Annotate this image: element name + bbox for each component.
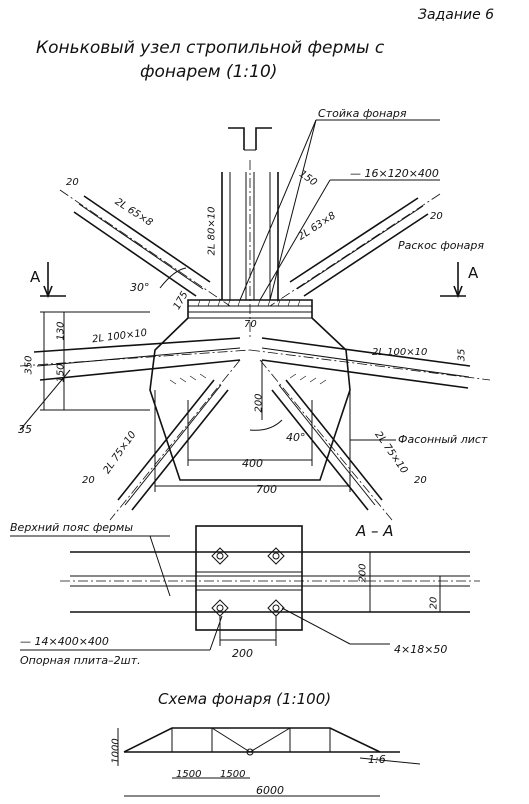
- dim-sc6000: 6000: [256, 784, 284, 797]
- dim-20-br: 20: [414, 475, 427, 486]
- dim-700: 700: [256, 483, 277, 496]
- page-title-scale: фонарем (1:10): [140, 62, 278, 82]
- post-stoika: [221, 160, 279, 340]
- dim-400: 400: [242, 457, 263, 470]
- cut-arrow-right: [440, 262, 466, 299]
- dim-40-deg: 40°: [286, 431, 306, 444]
- dim-20-bl: 20: [82, 475, 95, 486]
- label-stoika: Стойка фонаря: [318, 107, 407, 120]
- member-chord-right: [249, 337, 491, 389]
- dim-s200: 200: [232, 647, 253, 660]
- label-holes: 4×18×50: [394, 643, 448, 656]
- label-plate-16: — 16×120×400: [350, 167, 439, 180]
- dim-20-tl: 20: [66, 177, 79, 188]
- label-fason: Фасонный лист: [398, 433, 488, 446]
- dim-35: 35: [18, 423, 32, 436]
- lantern-scheme: [117, 727, 421, 797]
- label-chord-right: 2L 100×10: [372, 347, 428, 358]
- section-aa: А – А: [356, 522, 394, 540]
- section-aa-drawing: [10, 525, 480, 651]
- member-brace-right: [259, 359, 393, 521]
- label-support-plate: Опорная плита–2шт.: [20, 654, 141, 667]
- member-raskos-left: [59, 189, 231, 307]
- scheme-title: Схема фонаря (1:100): [158, 690, 332, 708]
- member-chord-left: [19, 337, 251, 381]
- cut-arrow-left: [40, 262, 66, 299]
- cut-mark-right: А: [468, 264, 479, 282]
- dim-sc1500a: 1500: [176, 769, 202, 780]
- angle-section-icon: [228, 127, 272, 151]
- label-raskos: Раскос фонаря: [398, 239, 485, 252]
- dim-20-tr: 20: [430, 211, 443, 222]
- member-raskos-right: [269, 193, 441, 307]
- dim-30-deg: 30°: [130, 281, 150, 294]
- dimension-lines: [19, 267, 396, 492]
- task-number: Задание 6: [418, 7, 495, 23]
- member-brace-left: [109, 359, 241, 521]
- weld-marks: [169, 299, 327, 385]
- dim-sc1500b: 1500: [220, 769, 246, 780]
- label-upper-chord: Верхний пояс фермы: [10, 521, 134, 534]
- cut-mark-left: А: [30, 268, 41, 286]
- gusset-plate: [149, 299, 351, 481]
- label-plate-14: — 14×400×400: [20, 635, 109, 648]
- page-title: Коньковый узел стропильной фермы с: [36, 38, 385, 58]
